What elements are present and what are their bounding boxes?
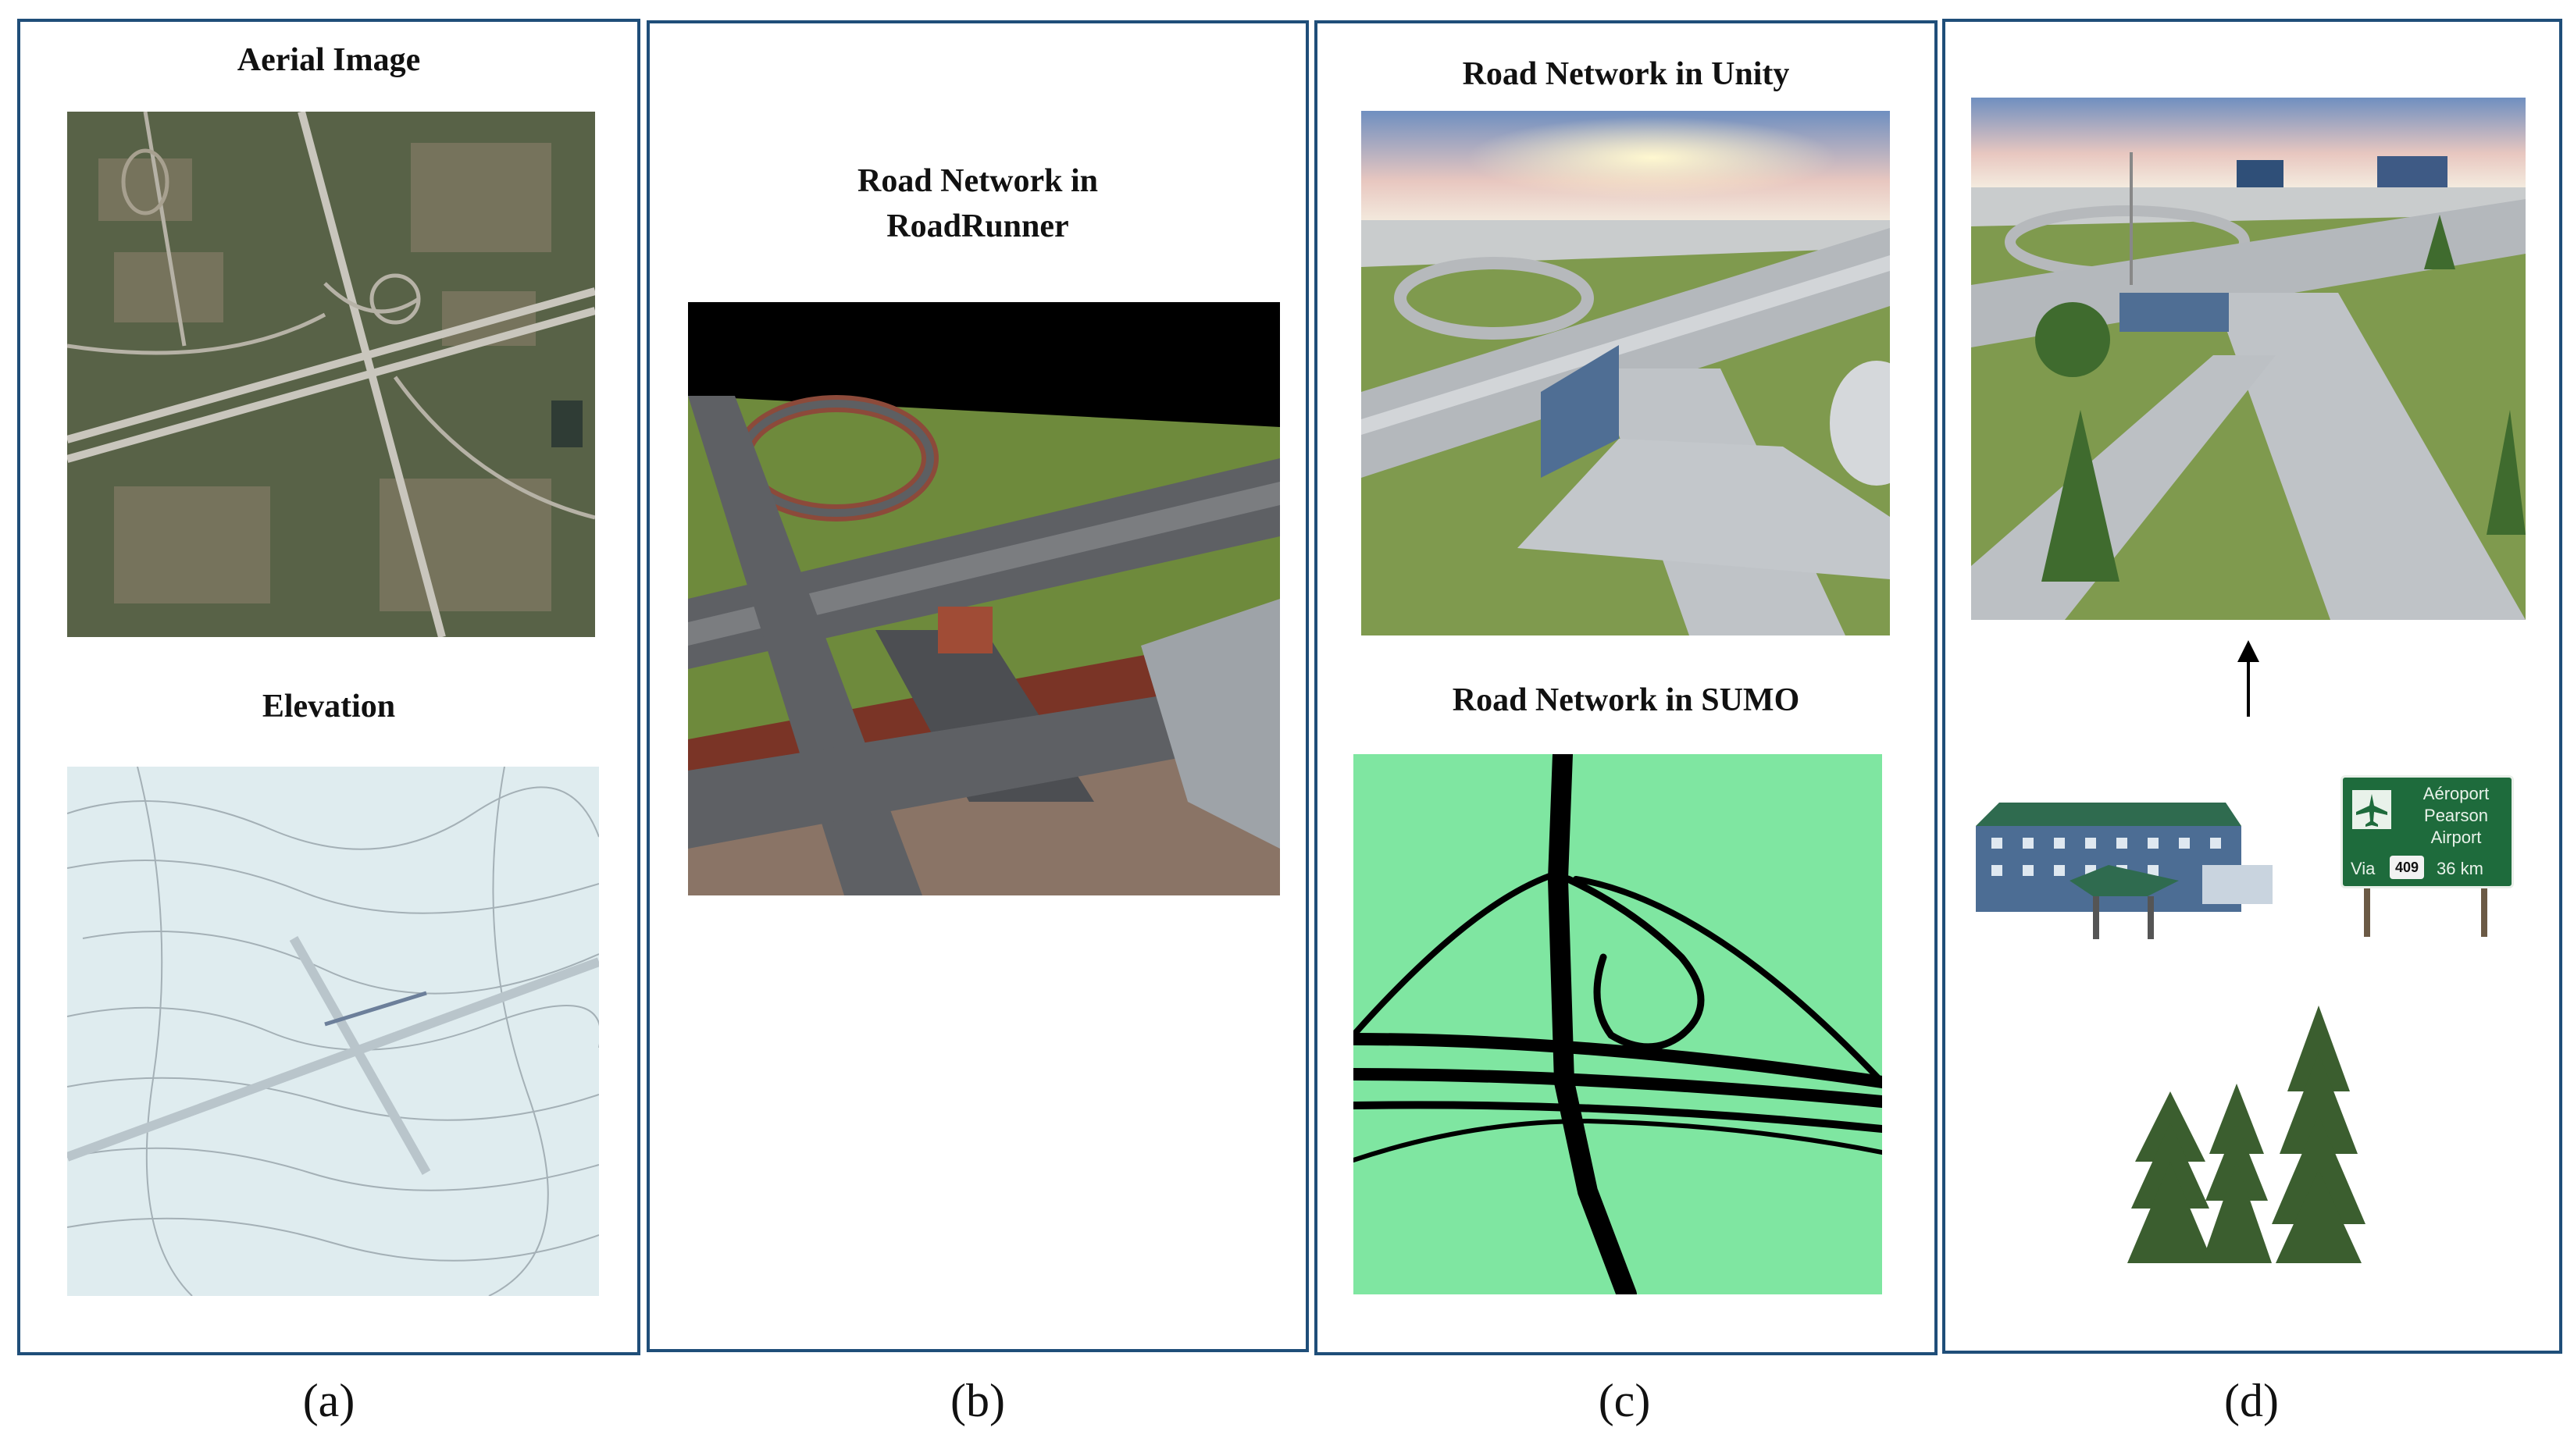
unity-render bbox=[1361, 111, 1890, 635]
aerial-image bbox=[67, 112, 595, 637]
panel-c-label: (c) bbox=[1598, 1375, 1651, 1426]
aerial-image-title: Aerial Image bbox=[237, 42, 421, 78]
sign-via: Via bbox=[2351, 859, 2376, 878]
sign-line-3: Airport bbox=[2430, 828, 2482, 847]
composite-scene-render bbox=[1971, 98, 2526, 620]
panel-d-label: (d) bbox=[2224, 1375, 2279, 1426]
panel-a-label: (a) bbox=[302, 1375, 355, 1426]
sign-line-1: Aéroport bbox=[2422, 784, 2490, 803]
hotel-building-asset bbox=[1968, 795, 2280, 943]
roadrunner-title-line1: Road Network in bbox=[857, 163, 1098, 199]
airport-road-sign: Aéroport Pearson Airport Via 409 36 km bbox=[2340, 775, 2514, 939]
roadrunner-render bbox=[688, 302, 1280, 895]
roadrunner-title-line2: RoadRunner bbox=[886, 208, 1069, 244]
sumo-network bbox=[1353, 754, 1882, 1294]
unity-title: Road Network in Unity bbox=[1462, 56, 1790, 92]
pine-trees-asset bbox=[2119, 1006, 2377, 1263]
panel-b-label: (b) bbox=[950, 1375, 1005, 1426]
airplane-icon bbox=[2352, 790, 2391, 829]
sign-line-2: Pearson bbox=[2424, 806, 2488, 825]
sign-post-left bbox=[2364, 888, 2370, 937]
sign-panel: Aéroport Pearson Airport Via 409 36 km bbox=[2340, 775, 2514, 888]
up-arrow-icon bbox=[2234, 640, 2262, 718]
sign-post-right bbox=[2481, 888, 2487, 937]
elevation-title: Elevation bbox=[262, 689, 396, 724]
sumo-title: Road Network in SUMO bbox=[1452, 682, 1800, 718]
elevation-map bbox=[67, 767, 599, 1296]
sign-distance: 36 km bbox=[2437, 859, 2483, 878]
sign-route-shield: 409 bbox=[2390, 856, 2424, 879]
